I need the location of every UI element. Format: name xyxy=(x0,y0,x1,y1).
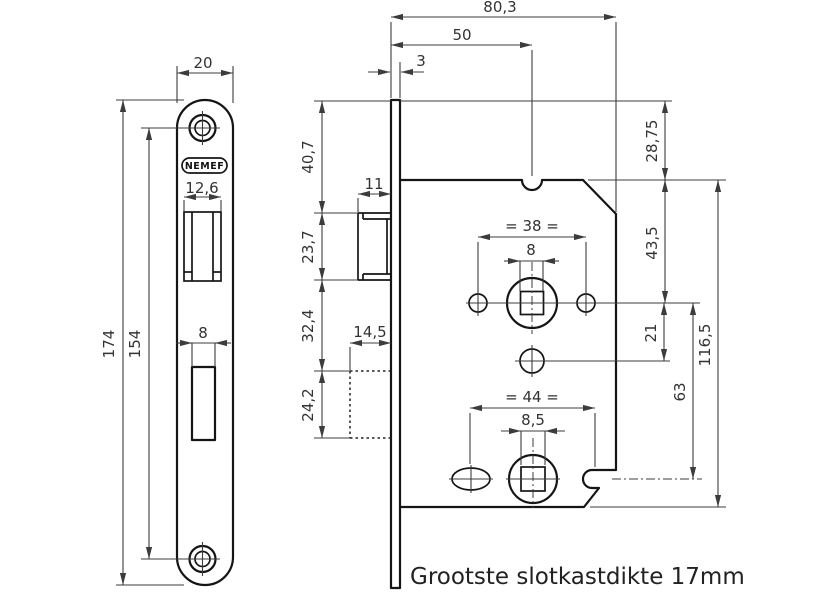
latch-cutout xyxy=(183,211,222,282)
deadbolt-cutout xyxy=(190,365,217,442)
screw-hole-bottom xyxy=(185,542,220,576)
faceplate-strip xyxy=(389,98,402,590)
dim-faceplate-thickness: 3 xyxy=(416,52,426,70)
dim-bolt-depth: 14,5 xyxy=(353,323,386,341)
dim-overall-depth: 80,3 xyxy=(483,0,516,16)
bottom-follower xyxy=(506,438,560,508)
oval-fixing-hole xyxy=(449,465,493,493)
dim-case-to-spindle: 43,5 xyxy=(643,226,661,259)
dim-case-height: 116,5 xyxy=(696,324,714,367)
screw-hole-top xyxy=(185,111,220,145)
front-view-dimensions: 20 174 154 12,6 8 xyxy=(100,54,234,586)
dim-plate-width: 20 xyxy=(193,54,212,72)
deadbolt-hidden xyxy=(349,370,391,439)
dim-latch-to-bolt: 32,4 xyxy=(299,309,317,342)
footnote-text: Grootste slotkastdikte 17mm xyxy=(410,564,745,590)
dim-backset: 50 xyxy=(452,26,471,44)
brand-logo-label: NEMEF xyxy=(185,161,224,172)
dim-spindle-to-bottom: 63 xyxy=(671,382,689,401)
dim-bolt-height: 24,2 xyxy=(299,388,317,421)
dim-top-to-case: 28,75 xyxy=(643,120,661,163)
dim-spindle-square: 8 xyxy=(526,241,536,259)
brand-logo-border xyxy=(181,157,228,174)
side-view-lockcase xyxy=(349,98,618,590)
dim-handle-hole-spacing: = 38 = xyxy=(505,217,559,235)
dim-top-to-latch: 40,7 xyxy=(299,140,317,173)
handle-follower xyxy=(468,262,596,334)
side-view-dimensions: 80,3 50 3 40,7 23,7 32,4 24,2 11 xyxy=(299,0,726,508)
latch-bolt xyxy=(357,212,391,281)
dim-plate-height: 174 xyxy=(100,330,118,359)
dim-bolt-cutout-width: 8 xyxy=(198,324,208,342)
dim-bottom-square: 8,5 xyxy=(521,411,545,429)
dim-screw-spacing: 154 xyxy=(126,330,144,359)
front-view-faceplate: NEMEF xyxy=(175,98,235,587)
dim-latch-height: 23,7 xyxy=(299,230,317,263)
dim-bottom-hole-spacing: = 44 = xyxy=(505,388,559,406)
dim-spindle-to-cylinder: 21 xyxy=(642,323,660,342)
dim-latch-depth: 11 xyxy=(364,175,383,193)
lockcase-outline xyxy=(400,178,618,509)
brand-logo: NEMEF xyxy=(181,157,228,174)
dim-latch-cutout-width: 12,6 xyxy=(185,179,218,197)
